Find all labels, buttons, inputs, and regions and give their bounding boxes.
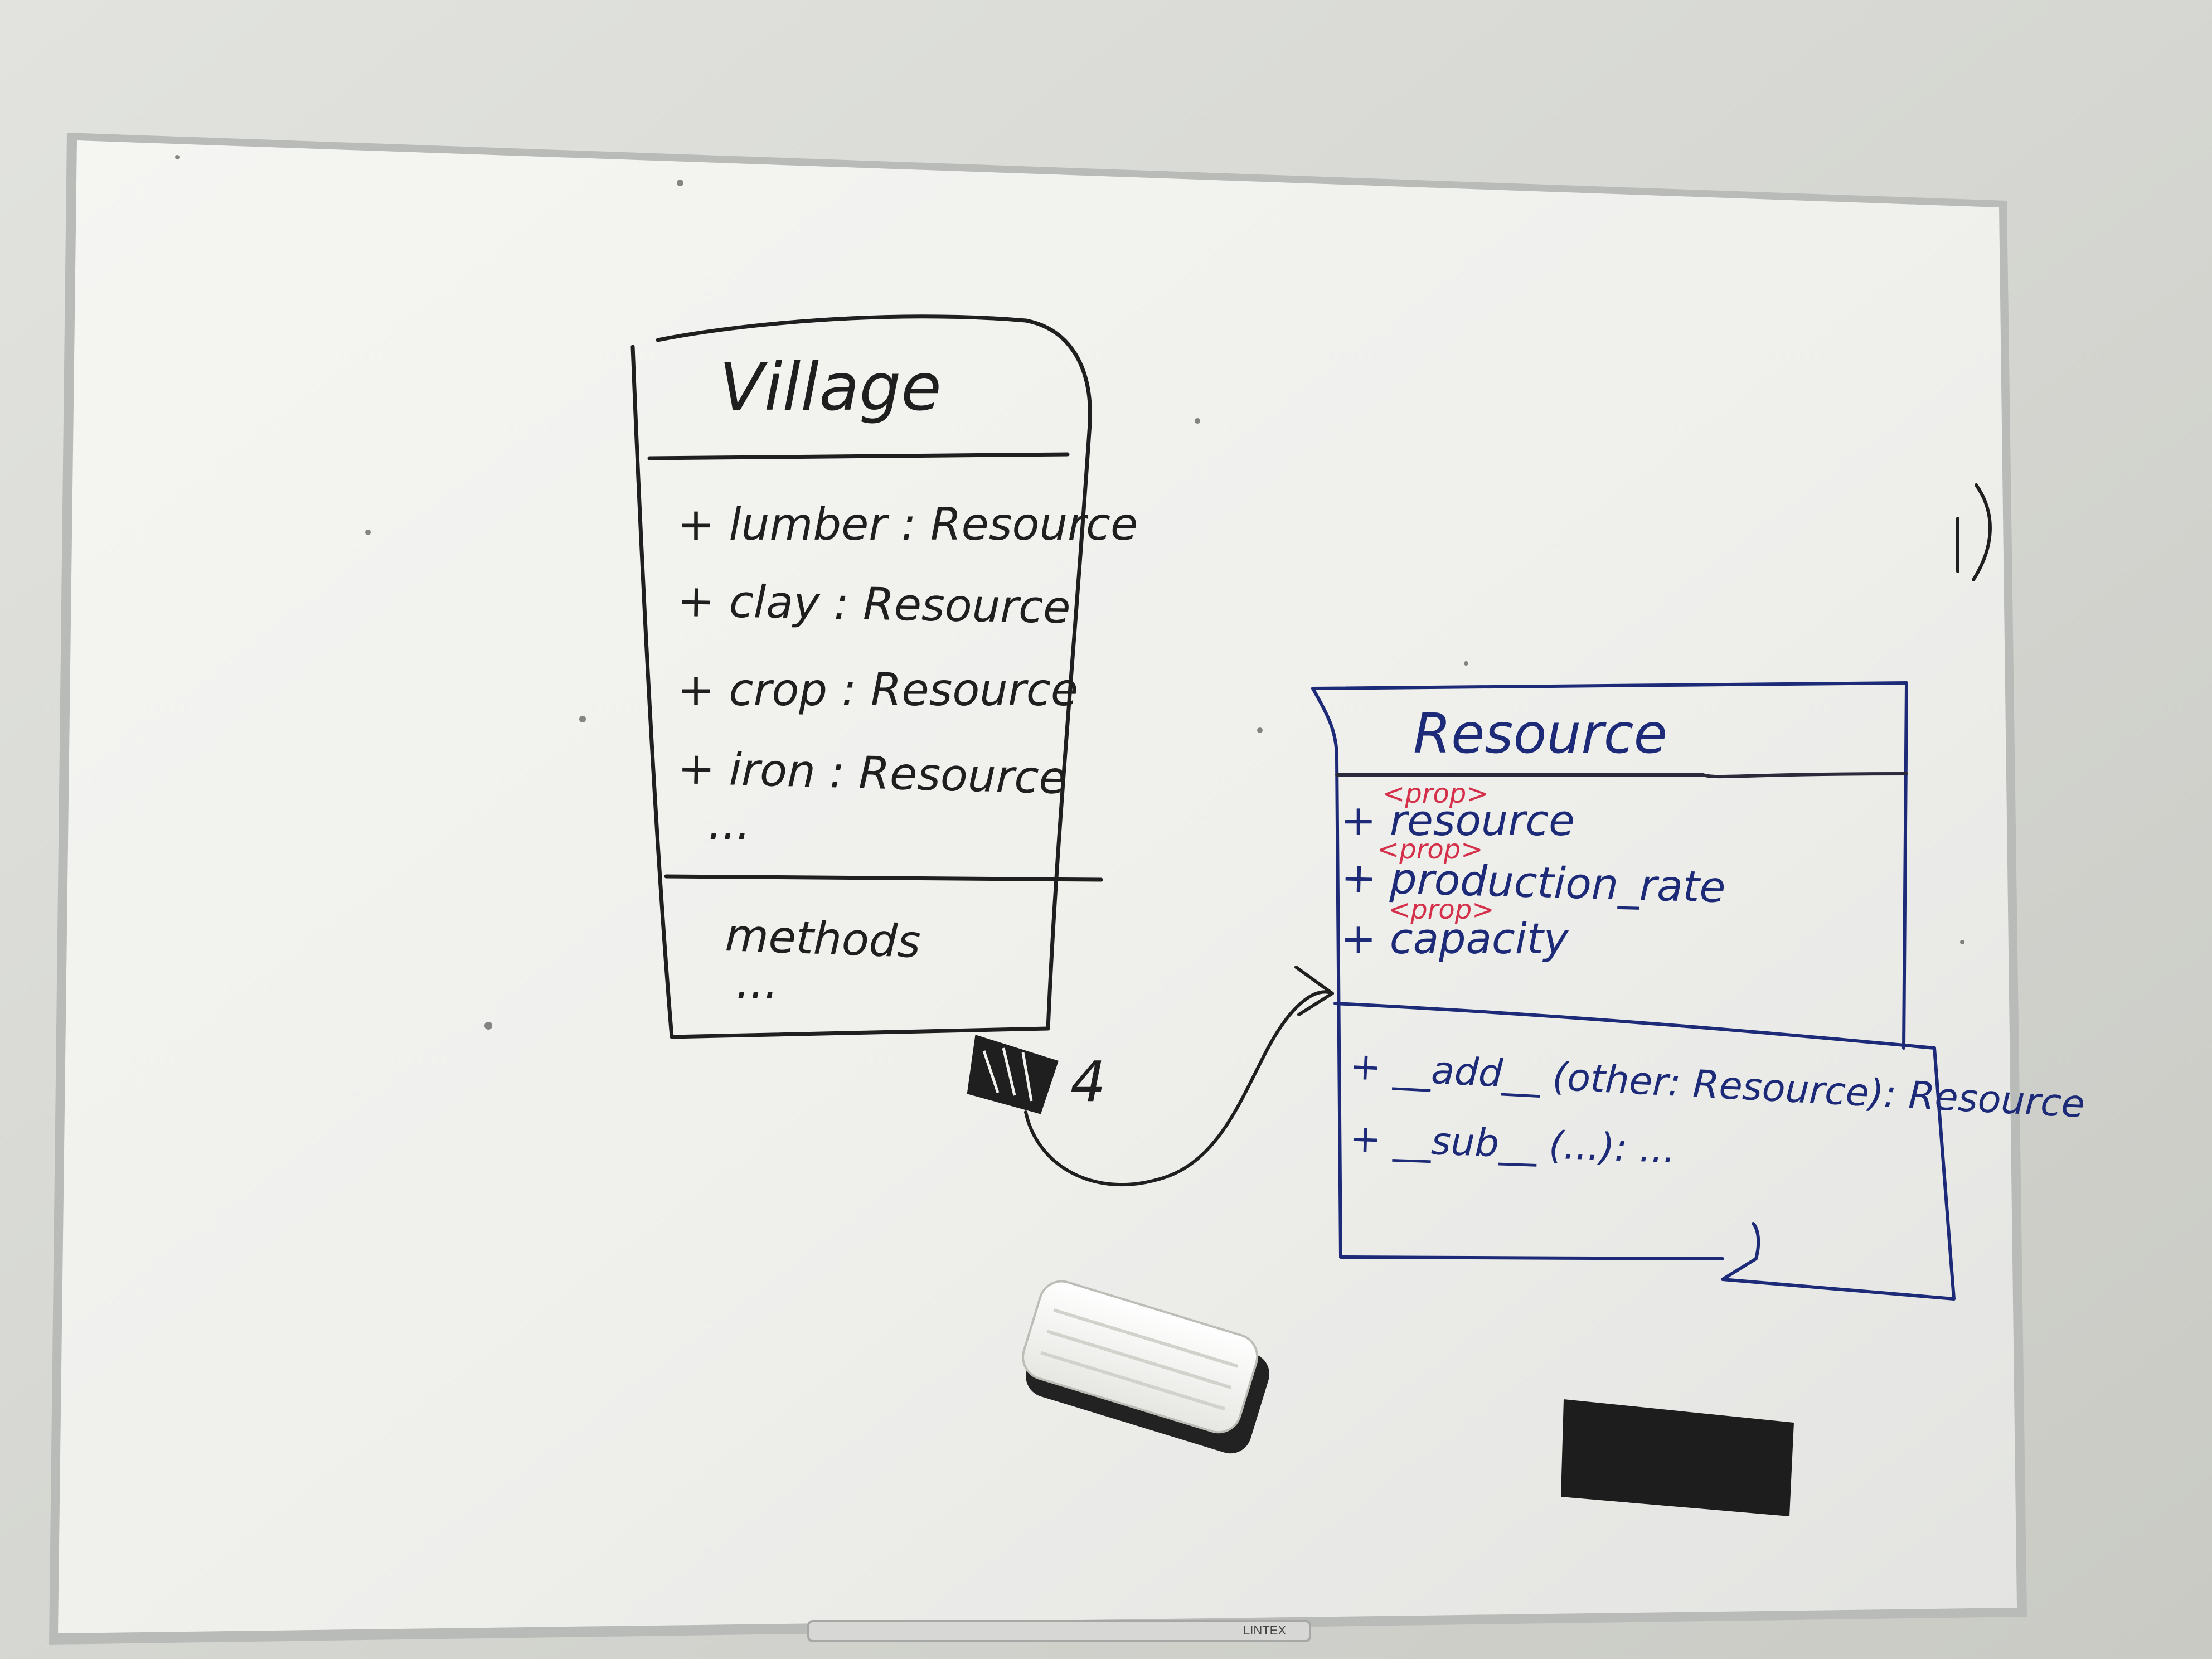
village-class-title: Village [719,348,942,425]
village-attribute-ellipsis: ... [708,798,750,850]
black-magnet [1561,1399,1794,1516]
village-class-outline [630,314,1092,1039]
village-attribute-iron: + iron : Resource [677,742,1067,804]
village-title-divider [647,452,1070,460]
village-attribute-clay: + clay : Resource [677,575,1071,633]
resource-dividers [1335,772,1908,779]
resource-title-divider [1335,772,1908,779]
composition-association: 4 [967,966,1334,1187]
board-stains [175,155,1964,1030]
eraser-ridges [1040,1308,1239,1411]
arrowhead-icon [1294,966,1334,1016]
whiteboard-eraser [1022,1280,1270,1454]
village-methods-label: methods [724,909,921,968]
resource-prop-stereotype-1: <prop> [1382,778,1488,809]
resource-prop-capacity: + capacity [1341,914,1569,963]
village-methods-divider [664,874,1103,882]
resource-methods-box [1333,1002,1956,1301]
resource-prop-production-rate: + production_rate [1341,852,1726,912]
village-class [630,314,1103,1039]
diamond-hatching [982,1047,1033,1102]
resource-properties: <prop> + resource <prop> + production_ra… [1341,778,1726,963]
resource-prop-stereotype-3: <prop> [1388,894,1494,925]
bracket-scribble [1956,483,1992,581]
resource-class-outline-left [1311,687,1724,1260]
board-brand-label: LINTEX [1243,1623,1286,1637]
whiteboard-surface [58,140,2017,1633]
resource-prop-stereotype-2: <prop> [1377,834,1483,865]
association-line [1024,990,1334,1187]
resource-class-title: Resource [1413,702,1667,766]
resource-class-outline-top [1311,681,1908,1050]
marker-tray [807,1620,1311,1642]
village-attributes: + lumber : Resource + clay : Resource + … [677,498,1138,850]
composition-diamond-icon [967,1035,1059,1114]
village-attribute-lumber: + lumber : Resource [677,498,1138,550]
village-attribute-crop: + crop : Resource [677,664,1078,716]
resource-prop-resource: + resource [1341,795,1575,845]
village-methods-ellipsis: ... [736,957,778,1008]
association-multiplicity: 4 [1070,1049,1106,1114]
resource-class [1311,681,1956,1301]
